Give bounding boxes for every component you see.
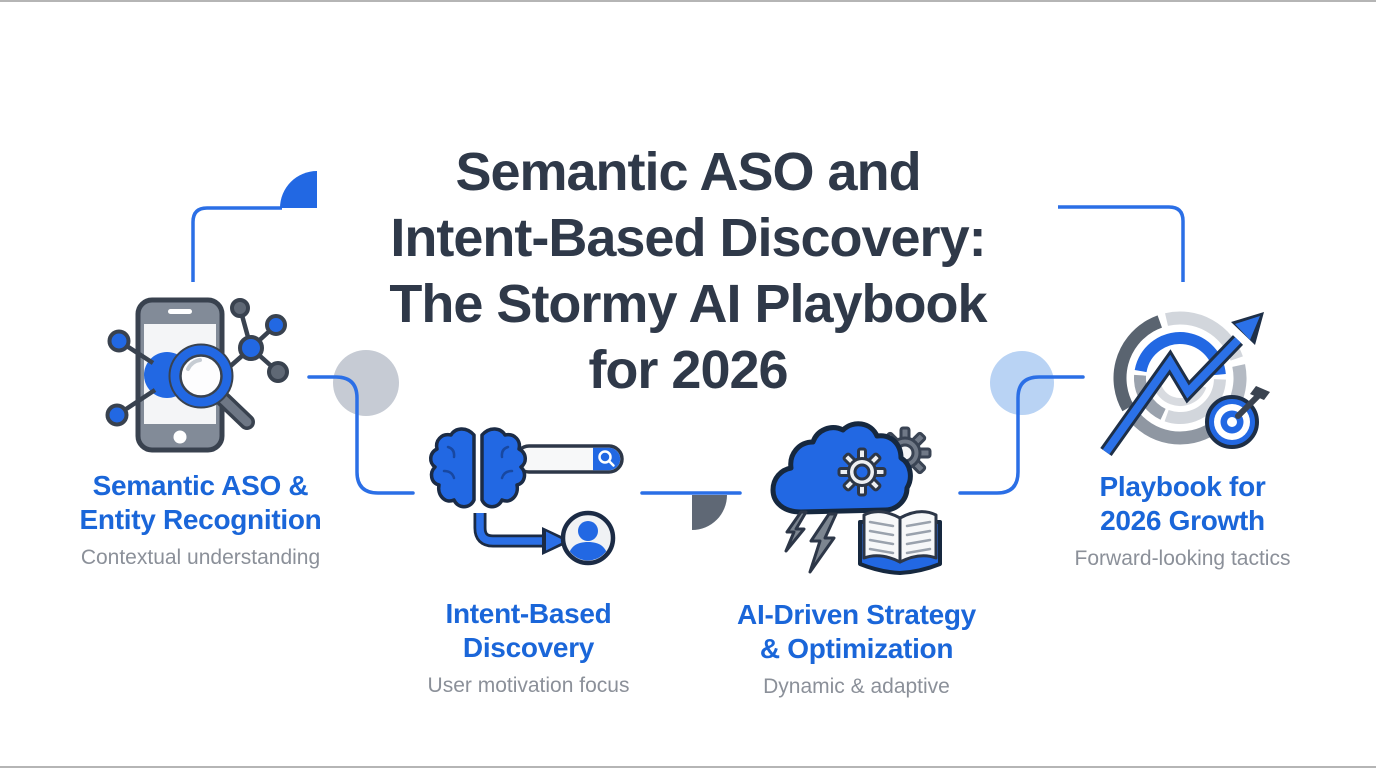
section-semantic-aso: Semantic ASO & Entity Recognition Contex… — [58, 293, 343, 570]
section-title: AI-Driven Strategy & Optimization — [737, 599, 976, 665]
cloud-gear-strategy-icon — [770, 421, 942, 575]
connector-top-left — [191, 206, 282, 282]
brain-search-user-icon — [429, 427, 624, 566]
section-subtitle: User motivation focus — [427, 674, 630, 698]
blue-quarter-disc — [280, 171, 317, 208]
connector-top-right — [1058, 205, 1185, 282]
section-subtitle: Contextual understanding — [80, 546, 321, 570]
white-gear-icon — [837, 447, 887, 497]
connector-3-4 — [958, 375, 1085, 495]
lightning-bolt-icon — [808, 512, 838, 574]
open-book-icon — [858, 510, 942, 575]
page-title: Semantic ASO and Intent-Based Discovery:… — [389, 142, 987, 400]
top-border-line — [0, 0, 1376, 2]
gray-circle-decor — [333, 350, 399, 416]
section-intent-discovery: Intent-Based Discovery User motivation f… — [386, 425, 671, 698]
bottom-border-line — [0, 766, 1376, 768]
lightning-bolt-icon — [784, 510, 808, 553]
growth-target-icon — [1100, 311, 1270, 457]
section-title: Semantic ASO & Entity Recognition — [79, 470, 322, 536]
section-title: Playbook for 2026 Growth — [1099, 471, 1266, 537]
section-playbook-growth: Playbook for 2026 Growth Forward-looking… — [1040, 300, 1325, 571]
section-subtitle: Dynamic & adaptive — [763, 675, 950, 699]
connector-1-2 — [307, 375, 415, 495]
section-subtitle: Forward-looking tactics — [1074, 547, 1291, 571]
section-title: Intent-Based Discovery — [445, 598, 612, 664]
section-ai-strategy: AI-Driven Strategy & Optimization Dynami… — [714, 420, 999, 699]
target-icon — [1205, 386, 1270, 449]
phone-entity-search-icon — [105, 297, 289, 453]
gray-quarter-disc — [692, 495, 727, 530]
